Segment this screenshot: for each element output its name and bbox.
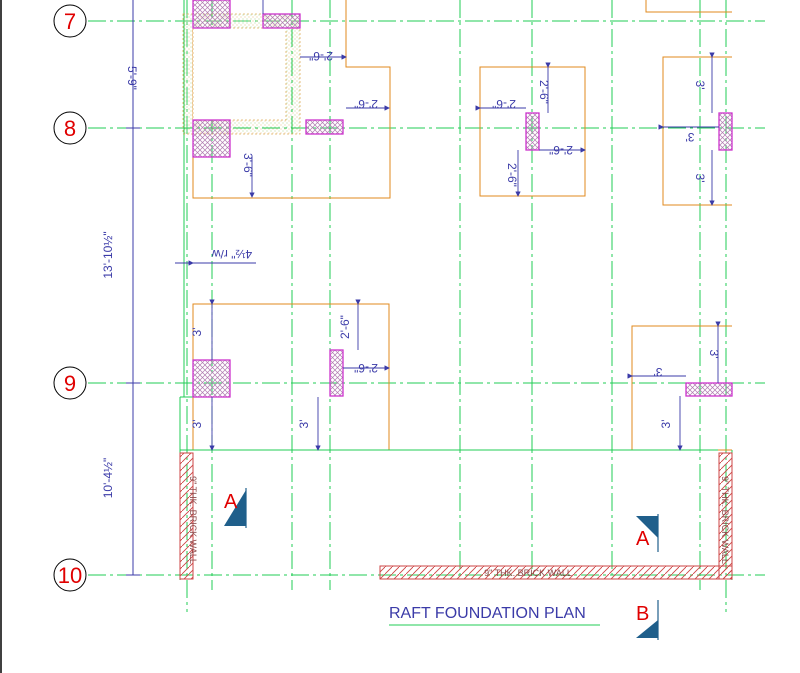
drawing-title: RAFT FOUNDATION PLAN <box>389 605 586 622</box>
dim-c: 3'-6" <box>241 153 255 177</box>
section-marker-a-left: A <box>224 488 247 528</box>
dim-a: 2'-6" <box>309 49 333 63</box>
grid-bubble-10: 10 <box>53 558 87 592</box>
column-c5 <box>525 112 540 151</box>
columns <box>192 0 733 398</box>
dim-g: 2'-6" <box>505 163 519 187</box>
section-marker-b: B <box>636 600 659 640</box>
grid-bubble-9: 9 <box>53 366 87 400</box>
dim-r: 3' <box>659 420 673 429</box>
footing-grid8-middle <box>479 66 586 197</box>
dim-j: 3' <box>693 174 707 183</box>
grid-label-7: 7 <box>64 9 76 34</box>
grid-bubble-8: 8 <box>53 111 87 145</box>
spacing-dim-7-8: 5'-9" <box>125 66 139 90</box>
section-marker-a-right: A <box>636 514 659 552</box>
dim-b: 2'-6" <box>354 97 378 111</box>
section-arrow-icon <box>636 620 658 638</box>
dim-k: 3' <box>190 328 204 337</box>
spacing-dim-9-10: 10'-4½" <box>101 458 115 499</box>
column-c8 <box>329 349 344 397</box>
dim-o: 3' <box>297 420 311 429</box>
retaining-wall-void <box>192 27 287 121</box>
column-c9 <box>685 382 733 397</box>
spacing-dim-8-9: 13'-10½" <box>101 231 115 278</box>
dim-l: 2'-6" <box>338 315 352 339</box>
dim-p: 3' <box>654 365 663 379</box>
dim-n: 3' <box>190 420 204 429</box>
section-label-b: B <box>636 603 649 625</box>
dim-m: 2'-6" <box>354 361 378 375</box>
dim-e: 2'-6" <box>537 80 551 104</box>
brick-walls <box>179 452 733 580</box>
grid-label-8: 8 <box>64 116 76 141</box>
section-label-a-right: A <box>636 528 650 550</box>
dim-i: 3' <box>686 130 695 144</box>
dim-h: 3' <box>693 81 707 90</box>
wall-note-left: 9" THK. BRICK WALL <box>188 476 198 564</box>
column-c1 <box>192 0 231 29</box>
dim-q: 3' <box>707 350 721 359</box>
dim-d: 2'-6" <box>492 97 516 111</box>
column-c3 <box>192 119 231 158</box>
grid-bubble-7: 7 <box>53 4 87 38</box>
section-arrow-icon <box>224 490 246 526</box>
wall-bottom <box>379 565 733 580</box>
rw-note: 4½" r/w <box>212 247 253 261</box>
grid-label-9: 9 <box>64 371 76 396</box>
dimension-lines <box>175 0 721 451</box>
grid-label-10: 10 <box>58 563 82 588</box>
column-c7 <box>192 359 231 398</box>
dim-f: 2'-6" <box>549 143 573 157</box>
column-c6 <box>718 112 733 151</box>
column-c4 <box>305 119 344 135</box>
column-c2 <box>262 13 301 29</box>
wall-note-right: 9" THK. BRICK WALL <box>720 476 730 564</box>
wall-note-bottom: 9" THK. BRICK WALL <box>484 568 572 578</box>
footing-grid7-right <box>645 0 732 13</box>
footing-grid8-right <box>662 56 732 206</box>
spacing-dimension-chain <box>126 0 140 576</box>
section-arrow-icon <box>636 516 658 538</box>
section-label-a-left: A <box>224 491 238 513</box>
wall-left <box>179 452 194 580</box>
